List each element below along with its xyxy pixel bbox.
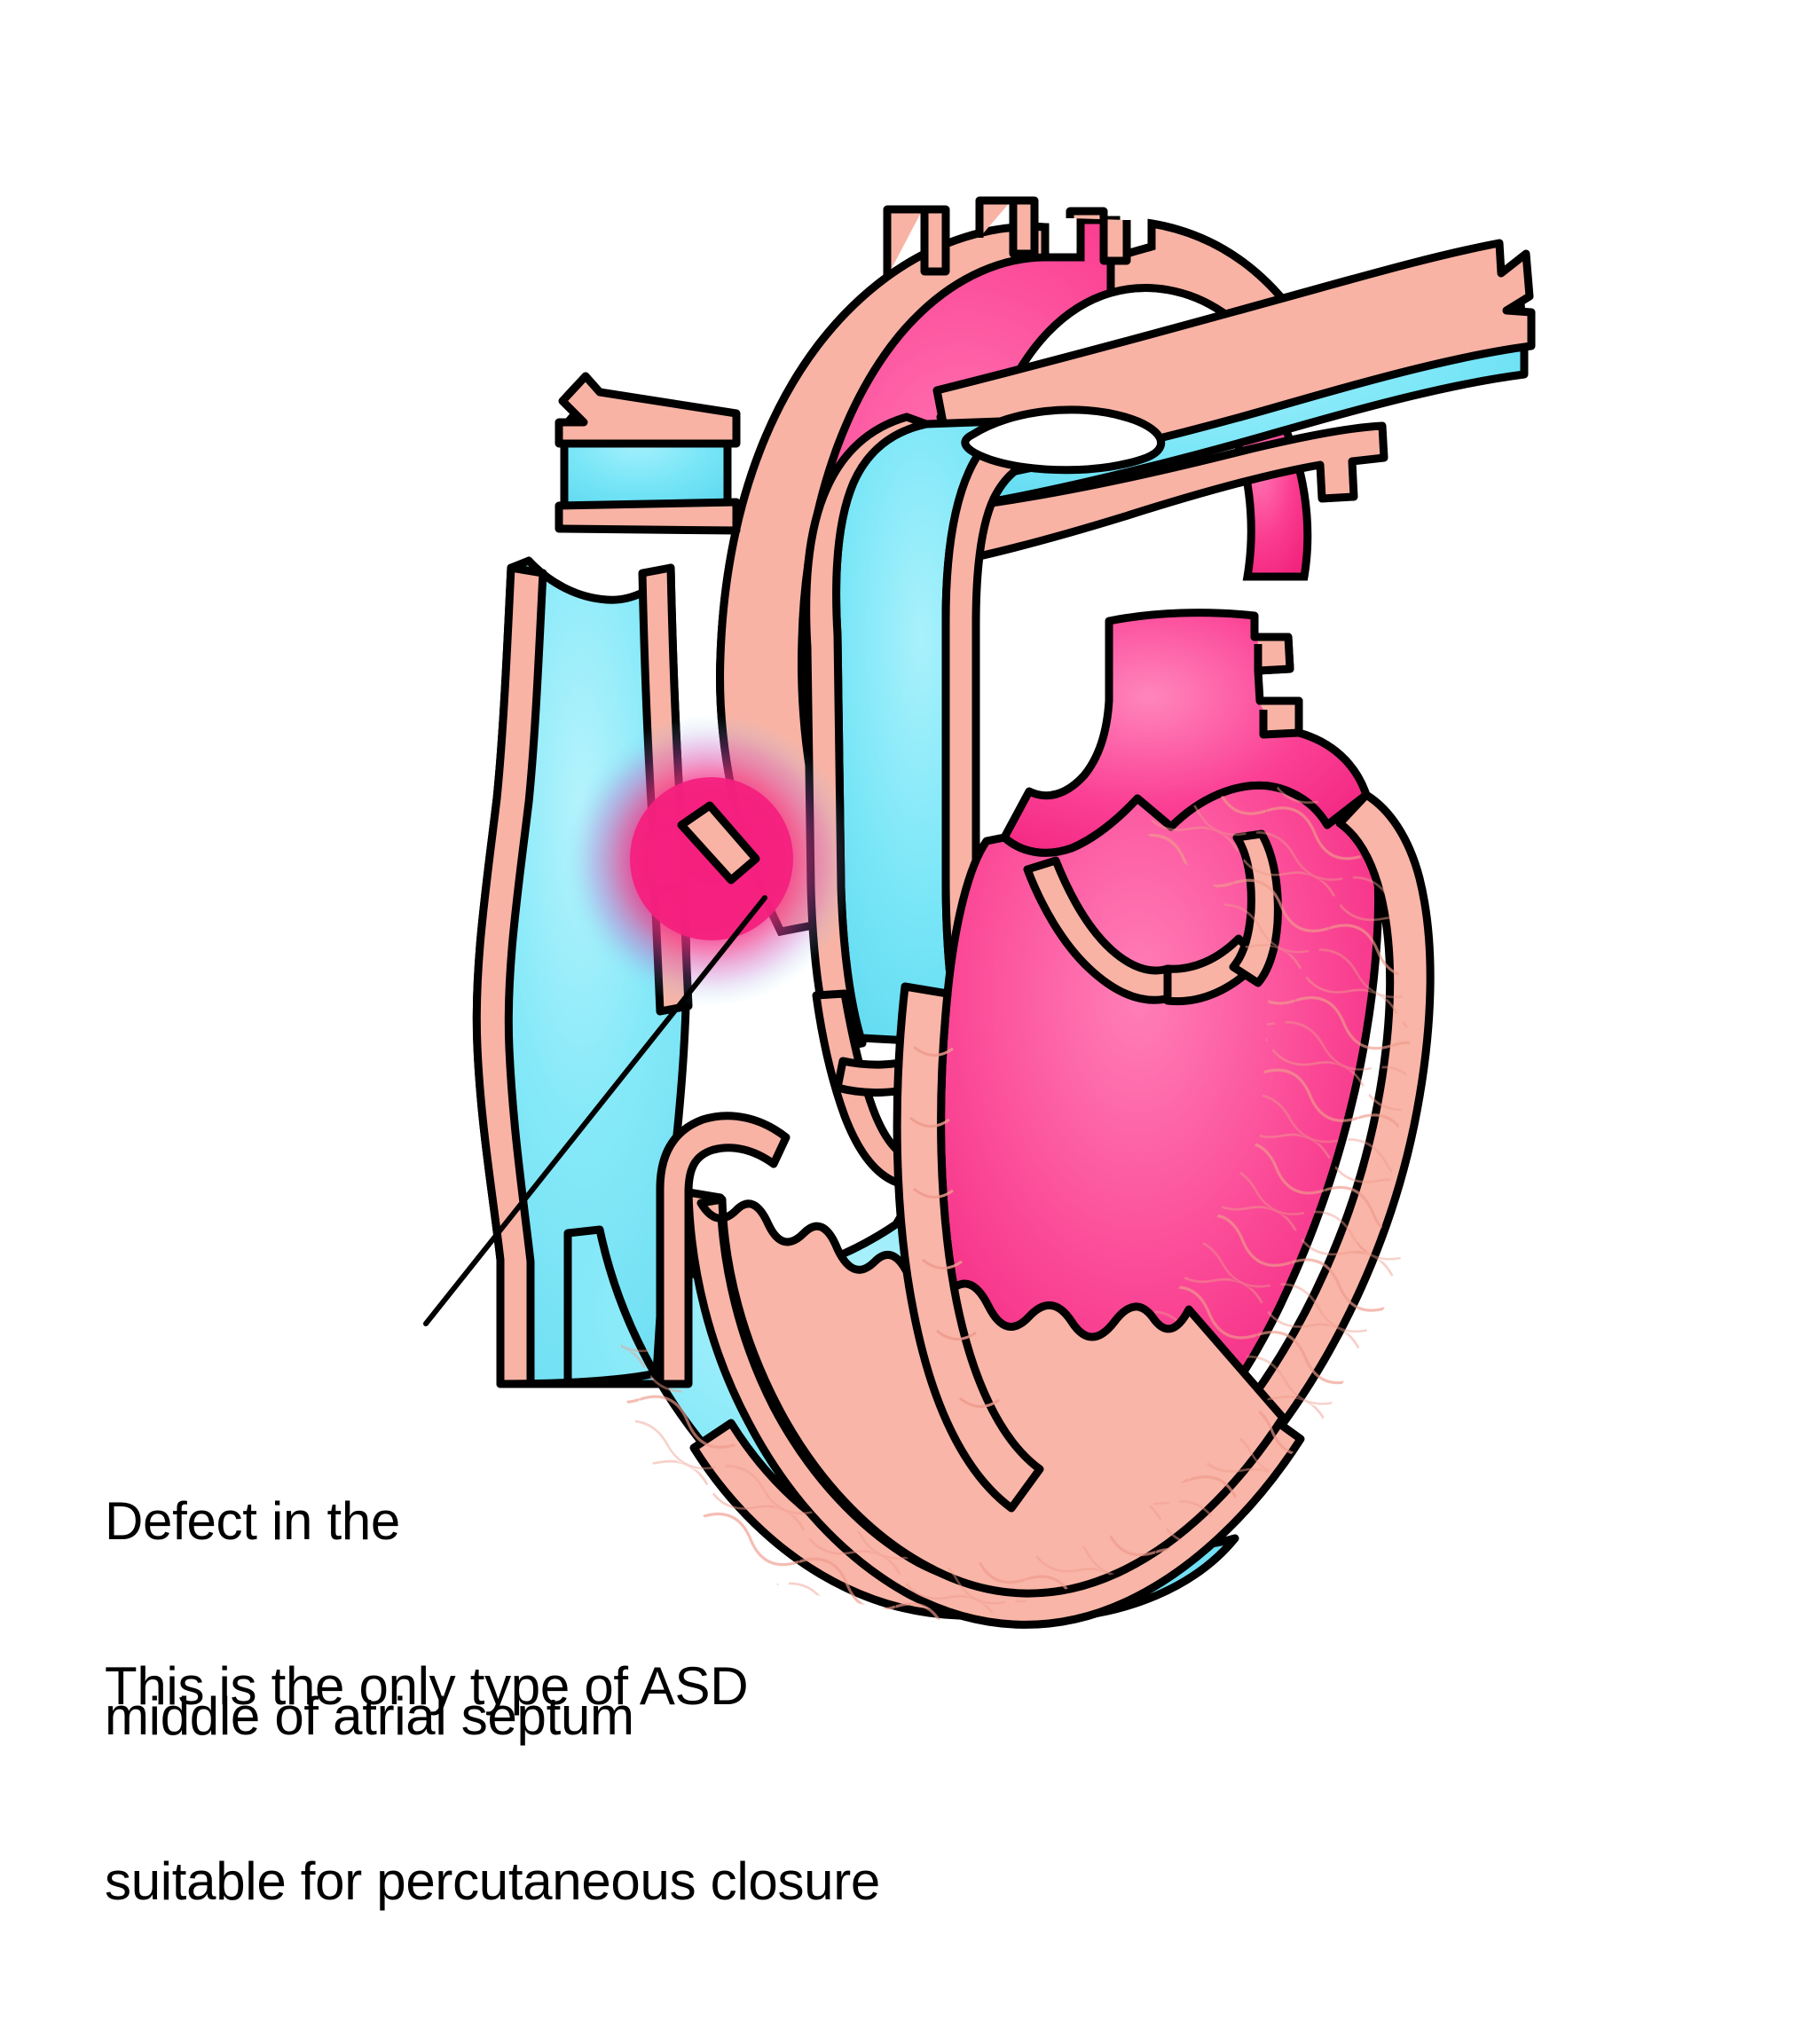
interventricular-septum-texture <box>909 1045 1000 1408</box>
left-carotid-stump <box>975 196 1039 258</box>
asd-note-line-1: This is the only type of ASD <box>105 1656 749 1717</box>
defect-caption: Defect in the middle of atrial septum <box>105 1359 634 1879</box>
rv-septal-band <box>656 1112 791 1388</box>
aorto-pulmonary-window <box>961 405 1166 475</box>
septum-stub-upper <box>677 801 760 884</box>
left-subclavian-stump <box>1066 207 1131 265</box>
superior-vena-cava-stump <box>555 372 741 535</box>
defect-caption-line-2: middle of atrial septum <box>105 1686 634 1746</box>
heart-diagram-svg <box>423 196 1536 1629</box>
defect-caption-line-1: Defect in the <box>105 1491 400 1552</box>
la-pulmonary-vein-stump-lower <box>1258 696 1303 739</box>
svc-wall-bottom <box>555 498 741 535</box>
svc-wall-top <box>555 372 741 448</box>
brachiocephalic-stump <box>883 205 950 277</box>
myocardium-trabecular-edge <box>696 1195 1287 1598</box>
defect-leader-line <box>423 895 767 1326</box>
interventricular-septum <box>893 982 1044 1513</box>
asd-note-caption: This is the only type of ASD suitable fo… <box>105 1524 880 2044</box>
heart-illustration-figure: Defect in the middle of atrial septum Th… <box>105 196 1536 1911</box>
rpa-lower-wall <box>947 421 1388 567</box>
asd-note-line-2: suitable for percutaneous closure <box>105 1851 880 1911</box>
la-pulmonary-vein-stump-upper <box>1250 616 1294 675</box>
